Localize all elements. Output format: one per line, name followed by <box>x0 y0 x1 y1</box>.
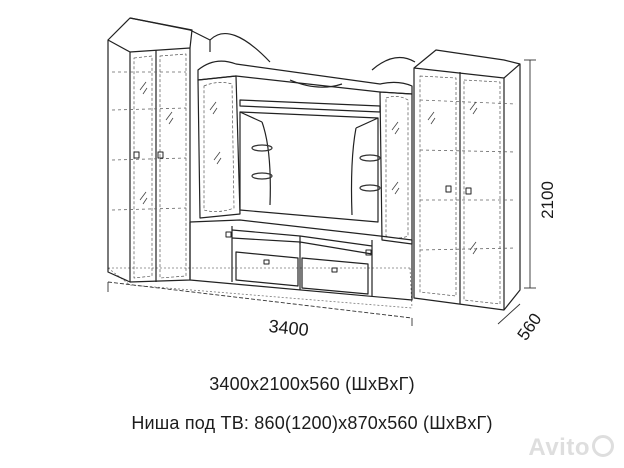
depth-dimension-label: 560 <box>514 310 546 344</box>
left-tall-cabinet <box>107 17 211 283</box>
central-section <box>189 60 413 301</box>
width-dimension-label: 3400 <box>268 316 310 340</box>
tv-niche-caption: Ниша под ТВ: 860(1200)x870x560 (ШxВxГ) <box>131 413 493 433</box>
floor-outline <box>107 267 413 309</box>
overall-dimensions-caption: 3400x2100x560 (ШxВxГ) <box>209 374 415 394</box>
height-dimension-label: 2100 <box>538 181 557 219</box>
right-tall-cabinet <box>413 49 521 311</box>
watermark-ring-icon <box>592 435 614 457</box>
left-arch <box>209 32 271 63</box>
right-arch <box>371 56 416 71</box>
avito-watermark: Avito <box>528 434 614 462</box>
dimension-lines <box>107 59 536 326</box>
watermark-text: Avito <box>528 434 590 461</box>
